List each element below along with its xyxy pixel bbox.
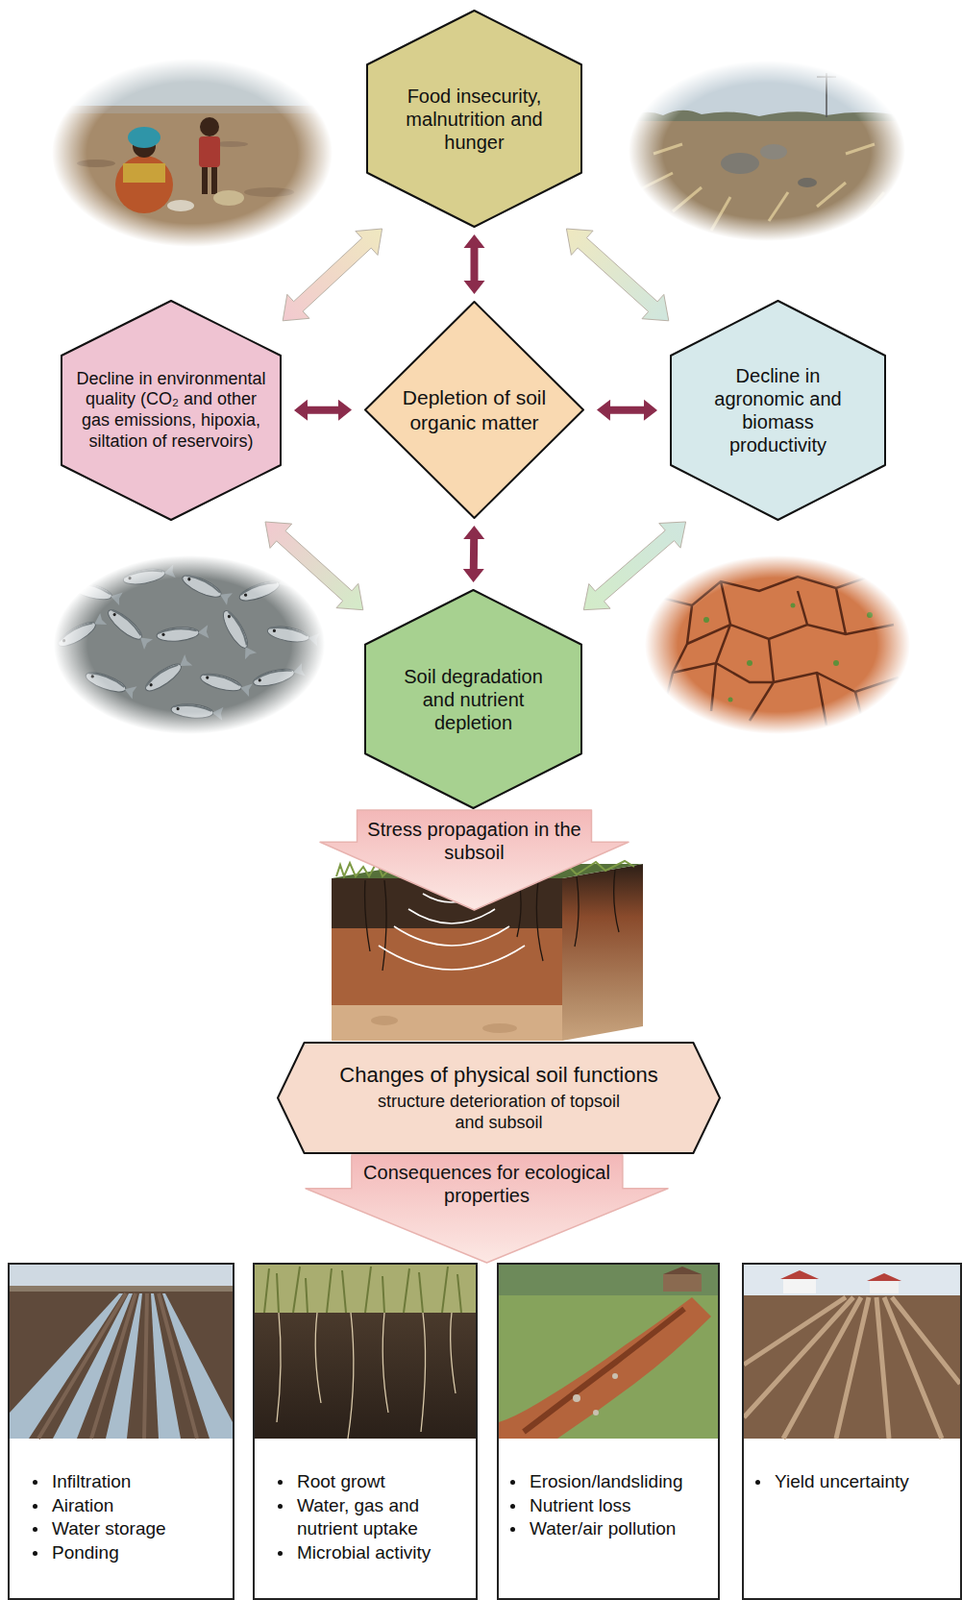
shape-outline — [670, 300, 886, 520]
shape-fill — [305, 1155, 668, 1263]
roots-photo — [254, 1264, 476, 1439]
node-label: Depletion of soil organic matter — [402, 385, 547, 434]
wide-double-arrow — [583, 521, 686, 611]
bullet-dot — [32, 1551, 38, 1556]
node-label: Food insecurity, malnutrition and hunger — [390, 84, 559, 154]
double-arrow — [294, 399, 352, 421]
bullet-item: Erosion/landsliding — [506, 1470, 713, 1495]
text-group: Yield uncertainty — [743, 1264, 961, 1495]
text-group: InfiltrationAirationWater storagePonding — [9, 1264, 233, 1566]
node-sublabel: structure deterioration of topsoil and s… — [369, 1091, 629, 1134]
bullet-text: Water storage — [51, 1518, 167, 1539]
text-group: Consequences for ecological properties — [362, 1155, 613, 1208]
node-label: Changes of physical soil functions — [339, 1062, 658, 1088]
shape-fill — [277, 1042, 720, 1154]
dry-field-photo — [628, 60, 906, 242]
bullet-dot — [510, 1527, 516, 1532]
consequence-box: Root growtWater, gas and nutrient uptake… — [252, 1262, 478, 1600]
bullet-item: Water, gas and nutrient uptake — [273, 1494, 470, 1542]
bullet-text: Infiltration — [51, 1471, 131, 1492]
field-rows-photo — [743, 1264, 961, 1439]
dead-fish-photo — [53, 555, 325, 735]
bullet-item: Infiltration — [28, 1470, 227, 1495]
bullet-item: Nutrient loss — [506, 1494, 713, 1519]
shape-fill — [320, 810, 629, 911]
bullet-dot — [510, 1480, 516, 1485]
text-group: Stress propagation in the subsoil — [364, 810, 586, 864]
flow-arrow: Consequences for ecological properties — [305, 1155, 668, 1263]
text-group: Soil degradation and nutrient depletion — [389, 665, 558, 735]
wide-double-arrow — [282, 228, 382, 321]
flow-arrow: Stress propagation in the subsoil — [320, 810, 629, 911]
double-arrow — [463, 525, 485, 583]
bullet-text: Microbial activity — [296, 1542, 431, 1563]
bullet-text: Water/air pollution — [529, 1518, 676, 1539]
consequence-box: Erosion/landslidingNutrient lossWater/ai… — [496, 1262, 720, 1600]
wide-double-arrow — [566, 228, 668, 321]
text-group: Food insecurity, malnutrition and hunger — [390, 84, 559, 154]
bullet-text: Water, gas and nutrient uptake — [296, 1495, 420, 1540]
bullet-text: Airation — [51, 1495, 114, 1516]
bullet-text: Ponding — [51, 1542, 120, 1563]
bullet-dot — [32, 1480, 38, 1485]
bullet-dot — [32, 1504, 38, 1509]
text-group: Depletion of soil organic matter — [402, 385, 547, 434]
node-label: Decline in agronomic and biomass product… — [698, 364, 858, 457]
text-group: Root growtWater, gas and nutrient uptake… — [254, 1264, 476, 1566]
gully-photo — [498, 1264, 718, 1439]
shape-fill — [670, 300, 886, 520]
hexagon-box: Food insecurity, malnutrition and hunger — [367, 10, 582, 227]
bullet-text: Nutrient loss — [529, 1495, 632, 1516]
ponding-photo — [9, 1264, 233, 1439]
bullet-item: Ponding — [28, 1541, 227, 1566]
double-arrow — [464, 234, 486, 295]
bullet-dot — [510, 1504, 516, 1509]
cracked-soil-photo — [644, 555, 911, 735]
bullet-item: Water storage — [28, 1517, 227, 1542]
node-label: Stress propagation in the subsoil — [364, 817, 586, 864]
bullet-dot — [277, 1551, 283, 1556]
text-group: Decline in agronomic and biomass product… — [698, 364, 858, 457]
shape-outline — [365, 301, 584, 518]
consequence-box: Yield uncertainty — [741, 1262, 962, 1600]
bullet-item: Airation — [28, 1494, 227, 1519]
bullet-text: Erosion/landsliding — [529, 1471, 684, 1492]
bullet-item: Yield uncertainty — [751, 1470, 955, 1495]
text-group: Erosion/landslidingNutrient lossWater/ai… — [498, 1264, 718, 1542]
hexagon-box: Soil degradation and nutrient depletion — [365, 590, 582, 809]
bullet-item: Water/air pollution — [506, 1517, 713, 1542]
bullet-text: Root growt — [296, 1471, 386, 1492]
wide-double-arrow — [265, 521, 364, 611]
node-label: Soil degradation and nutrient depletion — [389, 665, 558, 735]
central-diamond: Depletion of soil organic matter — [365, 301, 584, 518]
bullet-item: Microbial activity — [273, 1541, 470, 1566]
hexagon-box: Decline in environmental quality (CO₂ an… — [61, 300, 281, 520]
bullet-dot — [755, 1480, 761, 1485]
shape-fill — [61, 300, 281, 520]
text-group: Changes of physical soil functions struct… — [339, 1062, 658, 1135]
node-label: Decline in environmental quality (CO₂ an… — [73, 369, 271, 452]
shape-fill — [367, 10, 582, 227]
bullet-item: Root growt — [273, 1470, 470, 1495]
bullet-dot — [277, 1480, 283, 1485]
bullet-dot — [32, 1527, 38, 1532]
hexagon-box: Decline in agronomic and biomass product… — [670, 300, 886, 520]
shape-fill — [365, 590, 582, 809]
bullet-text: Yield uncertainty — [774, 1471, 910, 1492]
consequence-box: InfiltrationAirationWater storagePonding — [7, 1262, 235, 1600]
process-band: Changes of physical soil functions struct… — [277, 1042, 720, 1154]
shape-fill — [365, 301, 584, 518]
double-arrow — [596, 399, 658, 421]
hunger-photo — [51, 58, 333, 247]
text-group: Decline in environmental quality (CO₂ an… — [73, 369, 271, 452]
node-label: Consequences for ecological properties — [362, 1160, 613, 1208]
bullet-dot — [277, 1504, 283, 1509]
